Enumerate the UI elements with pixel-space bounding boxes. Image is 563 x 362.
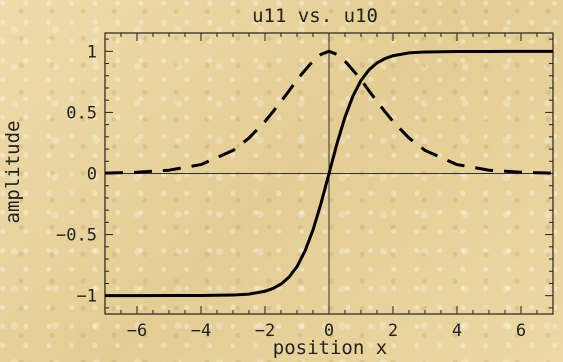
x-tick-label: 4 <box>452 321 462 341</box>
x-tick-label: −2 <box>255 321 275 341</box>
tick-labels: −6 −4 −2 0 2 4 6 −1 −0.5 0 0.5 1 <box>56 42 526 341</box>
dashed-series-line <box>104 49 554 175</box>
x-axis-label: position x <box>273 337 387 359</box>
y-tick-label: 0 <box>87 165 97 185</box>
y-axis-label: amplitude <box>2 121 24 224</box>
x-tick-label: 2 <box>388 321 398 341</box>
chart-title: u11 vs. u10 <box>252 5 378 27</box>
x-tick-label: 6 <box>516 321 526 341</box>
x-tick-label: 0 <box>324 321 334 341</box>
y-tick-label: −1 <box>77 287 97 307</box>
x-tick-label: −4 <box>191 321 211 341</box>
solid-series-line <box>105 49 553 298</box>
y-tick-label: 1 <box>87 42 97 62</box>
y-tick-label: 0.5 <box>66 103 97 123</box>
series-group <box>104 49 554 298</box>
x-tick-label: −6 <box>127 321 147 341</box>
y-tick-label: −0.5 <box>56 226 97 246</box>
